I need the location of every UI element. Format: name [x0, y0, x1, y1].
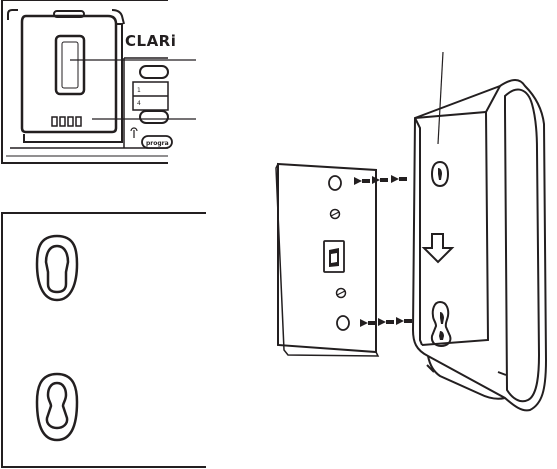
down-arrow-icon	[424, 234, 452, 262]
mounting-post-bottom	[337, 316, 349, 330]
arrows-top	[354, 175, 407, 185]
wall-mount-slot	[56, 36, 84, 94]
wall-mount-slot-inner	[62, 42, 78, 88]
keypad-frame	[124, 58, 168, 148]
wall-mount-illustration	[276, 52, 546, 410]
base-keyhole-top-opening	[438, 168, 442, 180]
upper-keyhole-slot	[37, 236, 77, 300]
phone-detail-panel: CLARi 1 4 progra	[2, 0, 196, 163]
key-1-label: 1	[137, 87, 141, 94]
key-icon	[131, 128, 137, 138]
keyhole-panel	[2, 213, 206, 467]
program-button-label: progra	[146, 140, 169, 147]
arrows-bottom	[360, 317, 412, 327]
top-slot-left	[8, 10, 18, 20]
lower-key	[140, 111, 168, 123]
brand-logo: CLARi	[125, 32, 176, 50]
clip-teeth	[52, 117, 81, 126]
keyhole-frame	[2, 213, 206, 467]
lower-keyhole-slot	[37, 374, 77, 440]
mounting-post-top	[329, 176, 341, 190]
key-4-label: 4	[137, 100, 141, 107]
leader-line-base	[438, 52, 443, 144]
battery-cover	[22, 16, 116, 132]
upper-key	[140, 66, 168, 78]
